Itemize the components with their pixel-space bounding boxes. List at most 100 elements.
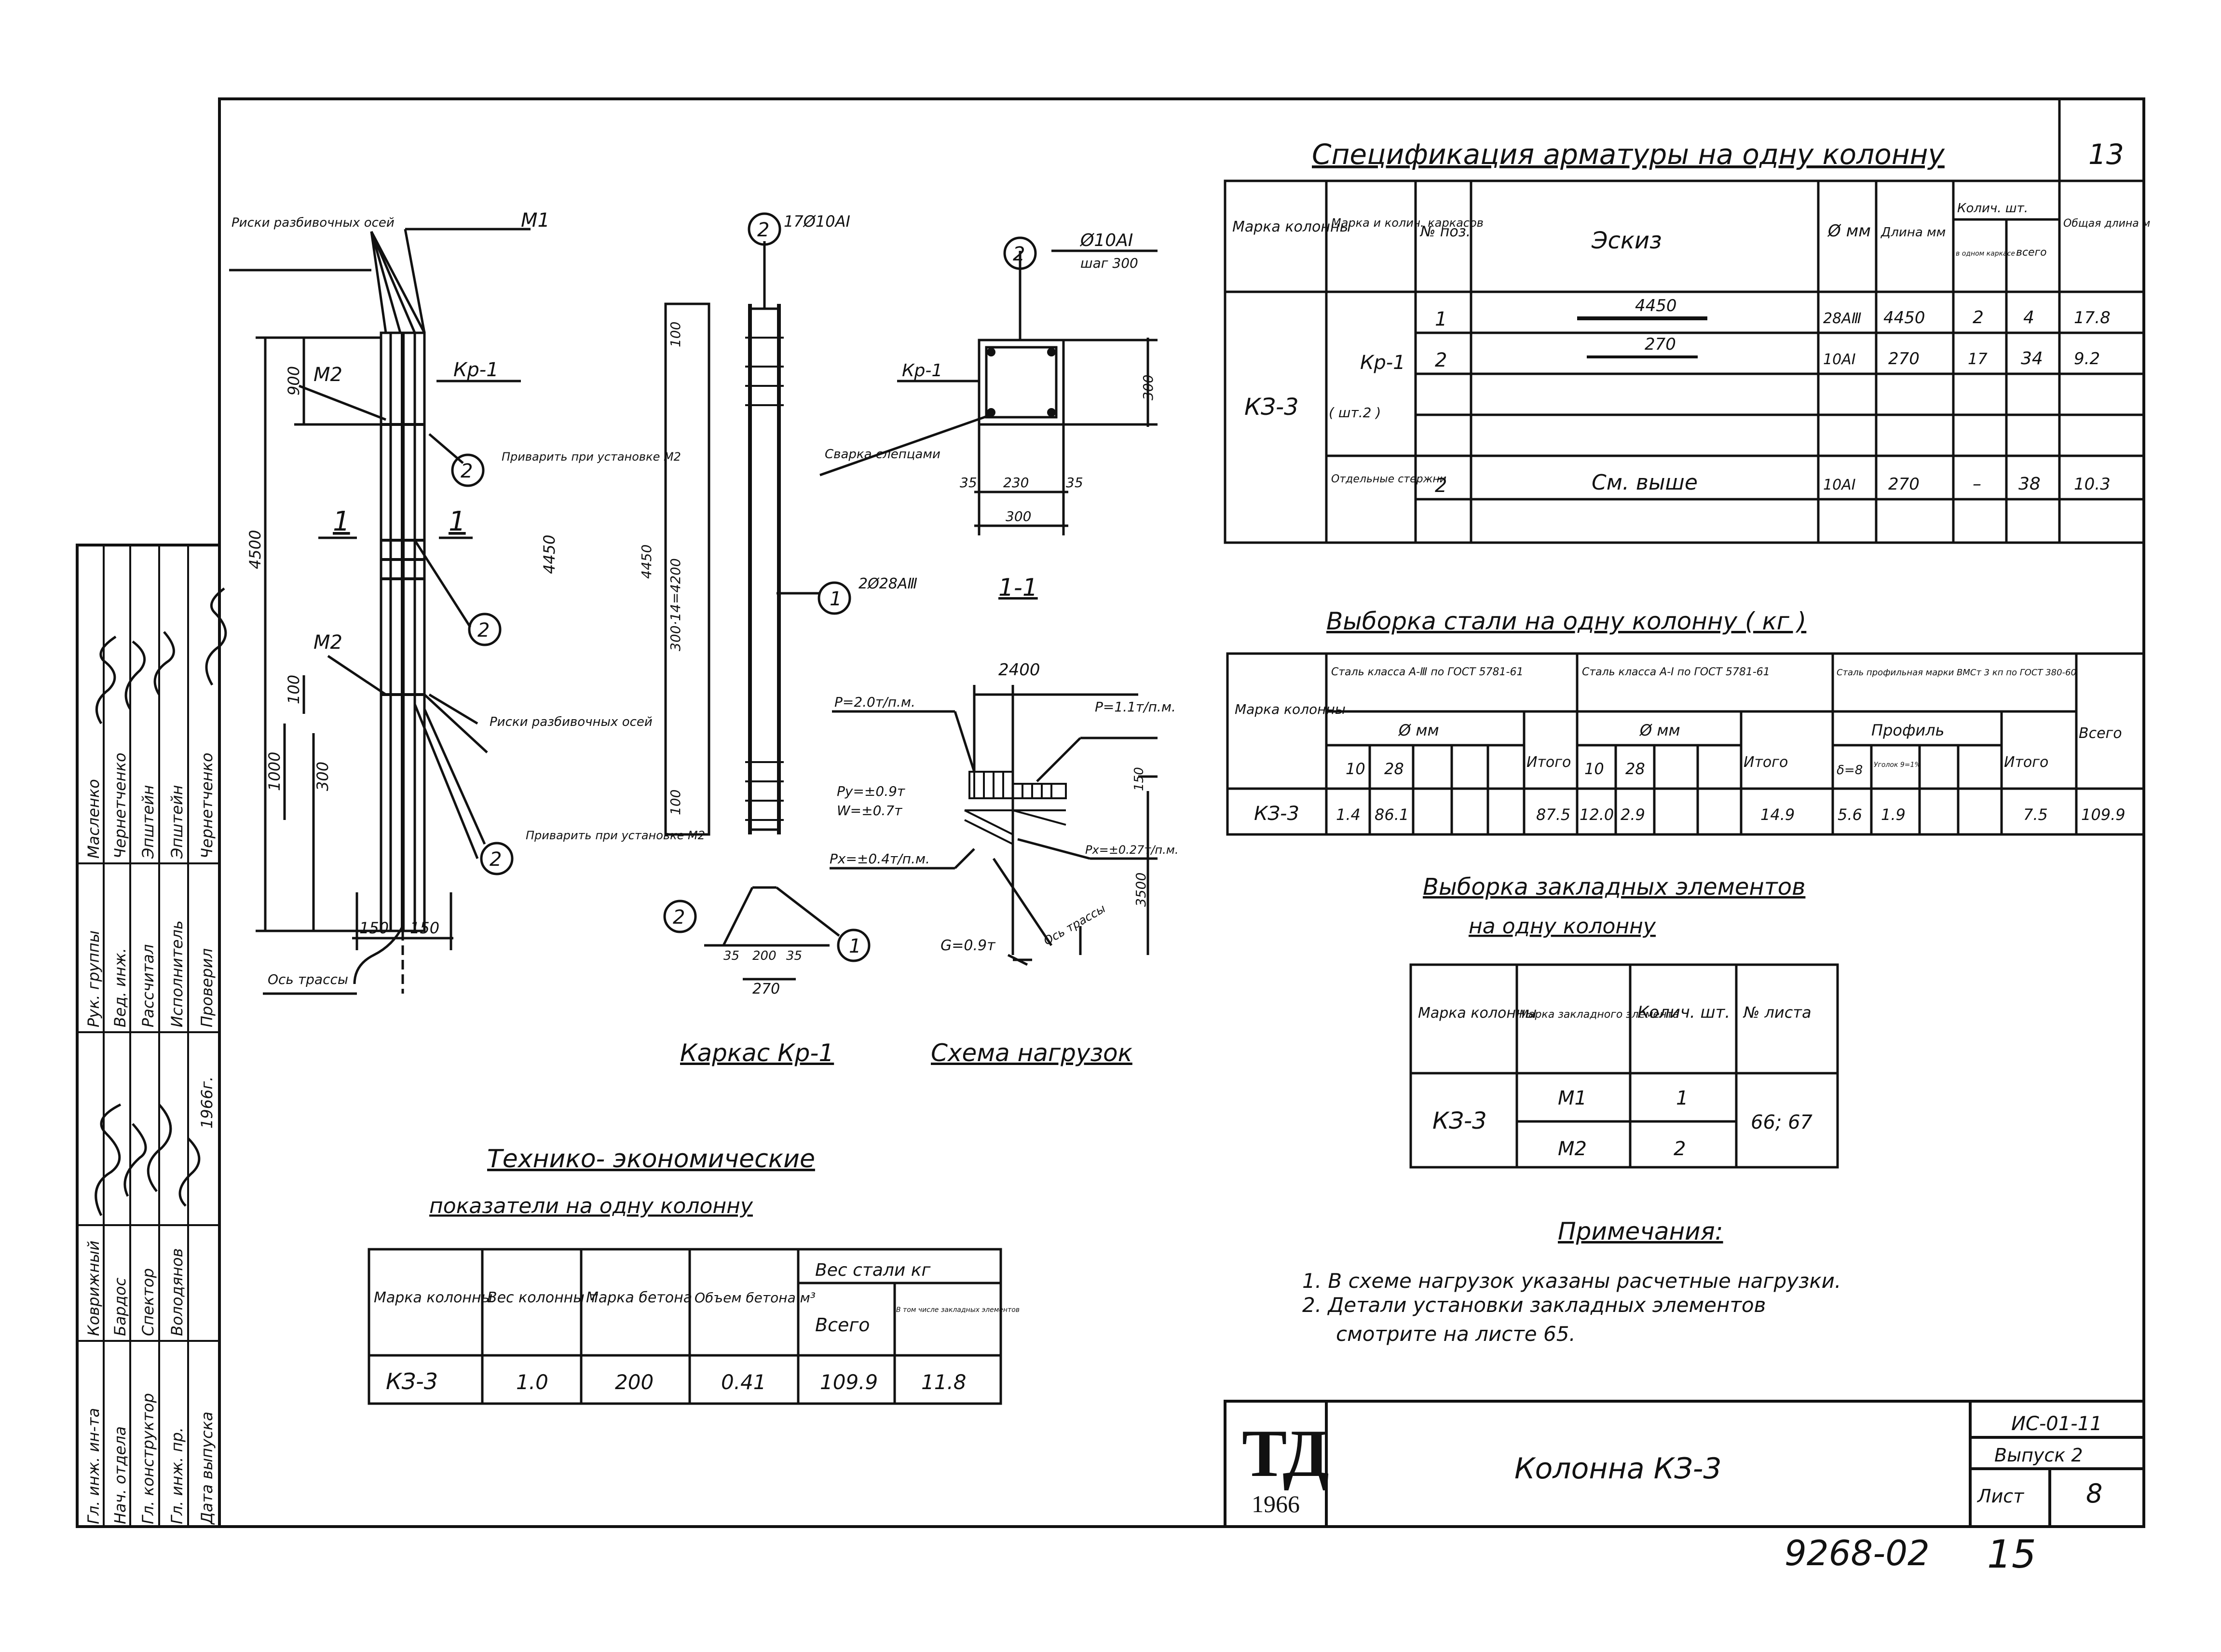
steel-row-g1t: 87.5 (1536, 806, 1570, 824)
col-top-label: Риски разбивочных осей (232, 216, 395, 230)
spec-h-frame: Марка и колич. каркасов (1331, 216, 1484, 230)
col-m2-top: М2 (313, 364, 342, 386)
sec-d300v: 300 (1140, 375, 1156, 400)
stamp-role-1: Нач. отдела (111, 1426, 129, 1524)
embedded-h-2: Колич. шт. (1637, 1003, 1730, 1022)
tech-h-2: Марка бетона (586, 1289, 692, 1306)
frame-top: 17Ø10АⅠ (784, 212, 850, 231)
embedded-h-3: № листа (1743, 1003, 1812, 1022)
load-g: G=0.9т (940, 937, 996, 954)
spec-r1-sketch: 4450 (1635, 296, 1677, 315)
col-axis: Ось трассы (268, 971, 348, 987)
frame-kr1: 2 17Ø10АⅠ 1 2Ø28АⅢ 100 300·14=4200 100 4… (639, 212, 917, 1067)
stamp-role2-4: Проверил (198, 948, 216, 1027)
sec-d300: 300 (1006, 508, 1031, 524)
col-dim-900a: 900 (285, 366, 303, 396)
tech-table: Технико- экономические показатели на одн… (368, 1145, 1020, 1405)
note-1: 1. В схеме нагрузок указаны расчетные на… (1302, 1269, 1841, 1293)
steel-sub1-b: 28 (1384, 760, 1404, 778)
embedded-title-1: Выборка закладных элементов (1423, 874, 1805, 901)
frame-detail-d35b: 35 (786, 949, 802, 963)
spec-h-total: Общая длина м (2063, 218, 2150, 230)
steel-sub1-a: 10 (1346, 760, 1365, 778)
embedded-r1-mark: М1 (1558, 1087, 1587, 1109)
stamp-role2-1: Вед. инж. (111, 948, 129, 1027)
embedded-title-2: на одну колонну (1469, 914, 1656, 939)
tech-h-6: В том числе закладных элементов (896, 1306, 1020, 1314)
load-150: 150 (1132, 767, 1146, 791)
tech-r-3: 0.41 (721, 1370, 766, 1394)
sec-c2: 2 (1013, 243, 1025, 265)
spec-r1-dia: 28АⅢ (1823, 310, 1861, 327)
sec-top: Ø10АⅠ (1079, 231, 1133, 250)
load-scheme: 2400 P=2.0т/п.м. P=1.1т/п.м. Py=±0.9т W=… (830, 660, 1178, 1067)
steel-h-vsego: Всего (2079, 725, 2122, 742)
load-title: Схема нагрузок (931, 1039, 1132, 1067)
frame-dim-main: 300·14=4200 (668, 558, 683, 651)
steel-row-g2b: 2.9 (1621, 806, 1645, 824)
steel-h-dia2: Ø мм (1639, 721, 1680, 739)
embedded-h-0: Марка колонны (1418, 1005, 1537, 1022)
steel-row-g1a: 1.4 (1336, 806, 1361, 824)
stamp-role2-0: Рук. группы (84, 930, 103, 1027)
steel-h-itogo1: Итого (1526, 754, 1571, 771)
embedded-h-1: Марка закладного элемента (1519, 1009, 1679, 1021)
load-p1: P=2.0т/п.м. (834, 694, 915, 710)
stamp-name-0: Коврижный (84, 1241, 103, 1336)
title-issue: Выпуск 2 (1994, 1445, 2083, 1466)
load-py: Py=±0.9т (837, 783, 905, 799)
tech-title-1: Технико- экономические (487, 1145, 815, 1174)
sec-step: шаг 300 (1080, 255, 1138, 271)
sec-weld: Сварка слепцами (825, 447, 940, 462)
archive-page: 15 (1987, 1532, 2036, 1577)
spec-loose-total: 10.3 (2074, 475, 2111, 494)
spec-loose-length: 270 (1888, 475, 1920, 494)
steel-row-g2a: 12.0 (1580, 806, 1614, 824)
sec-d35b: 35 (1066, 475, 1083, 491)
tech-h-0: Марка колонны (374, 1289, 492, 1306)
load-p2: P=1.1т/п.м. (1095, 699, 1176, 715)
steel-h-g1: Сталь класса А-Ⅲ по ГОСТ 5781-61 (1331, 666, 1523, 678)
stamp-date-label: Дата выпуска (198, 1411, 216, 1525)
embedded-sheets: 66; 67 (1751, 1111, 1813, 1133)
steel-h-g3: Сталь профильная марки ВМСт 3 кп по ГОСТ… (1837, 668, 2076, 678)
load-w: W=±0.7т (837, 803, 902, 819)
col-dim-150b: 150 (410, 919, 439, 937)
frame-c1: 1 (830, 588, 842, 610)
archive-number: 9268-02 (1785, 1533, 1930, 1573)
tech-h-5: Всего (815, 1314, 870, 1336)
spec-r1-pos: 1 (1435, 308, 1447, 330)
spec-r2-dia: 10АⅠ (1823, 351, 1856, 368)
col-weld-top: Приварить при установке М2 (502, 450, 681, 464)
col-dim-100: 100 (285, 675, 303, 704)
stamp-role2-3: Исполнитель (168, 920, 186, 1027)
column-elevation: Риски разбивочных осей М1 М2 Кр-1 М2 2 П… (229, 209, 705, 995)
notes: Примечания: 1. В схеме нагрузок указаны … (1302, 1217, 1841, 1346)
frame-c2: 2 (757, 219, 769, 241)
tech-r-0: КЗ-3 (386, 1368, 438, 1394)
steel-row-g3a: 5.6 (1838, 806, 1862, 824)
stamp-name-1: Бардос (111, 1277, 129, 1336)
frame-detail-d35a: 35 (723, 949, 739, 963)
col-dim-1000: 1000 (265, 752, 284, 791)
spec-col-mark: КЗ-3 (1244, 394, 1299, 421)
tech-r-2: 200 (615, 1370, 654, 1394)
steel-row-g3b: 1.9 (1881, 806, 1906, 824)
tech-h-3: Объем бетона м³ (695, 1290, 816, 1306)
stamp-role2-2: Рассчитал (139, 944, 157, 1028)
note-2b: смотрите на листе 65. (1336, 1322, 1576, 1346)
steel-sub3-a: δ=8 (1837, 763, 1863, 778)
steel-row-g3t: 7.5 (2023, 806, 2048, 824)
spec-r2-pos: 2 (1435, 349, 1447, 371)
frame-title: Каркас Кр-1 (680, 1039, 834, 1067)
steel-table: Выборка стали на одну колонну ( кг ) (1226, 607, 2145, 836)
col-weld-c1: 2 (461, 460, 473, 482)
frame-dim-4450: 4450 (639, 545, 654, 579)
spec-loose-pos: 2 (1435, 475, 1447, 497)
tech-r-4: 109.9 (820, 1370, 878, 1394)
stamp-role-0: Гл. инж. ин-та (84, 1408, 103, 1524)
steel-row-mark: КЗ-3 (1254, 803, 1299, 825)
stamp-date: 1966г. (198, 1077, 216, 1129)
col-c2-bot: 2 (490, 848, 502, 871)
